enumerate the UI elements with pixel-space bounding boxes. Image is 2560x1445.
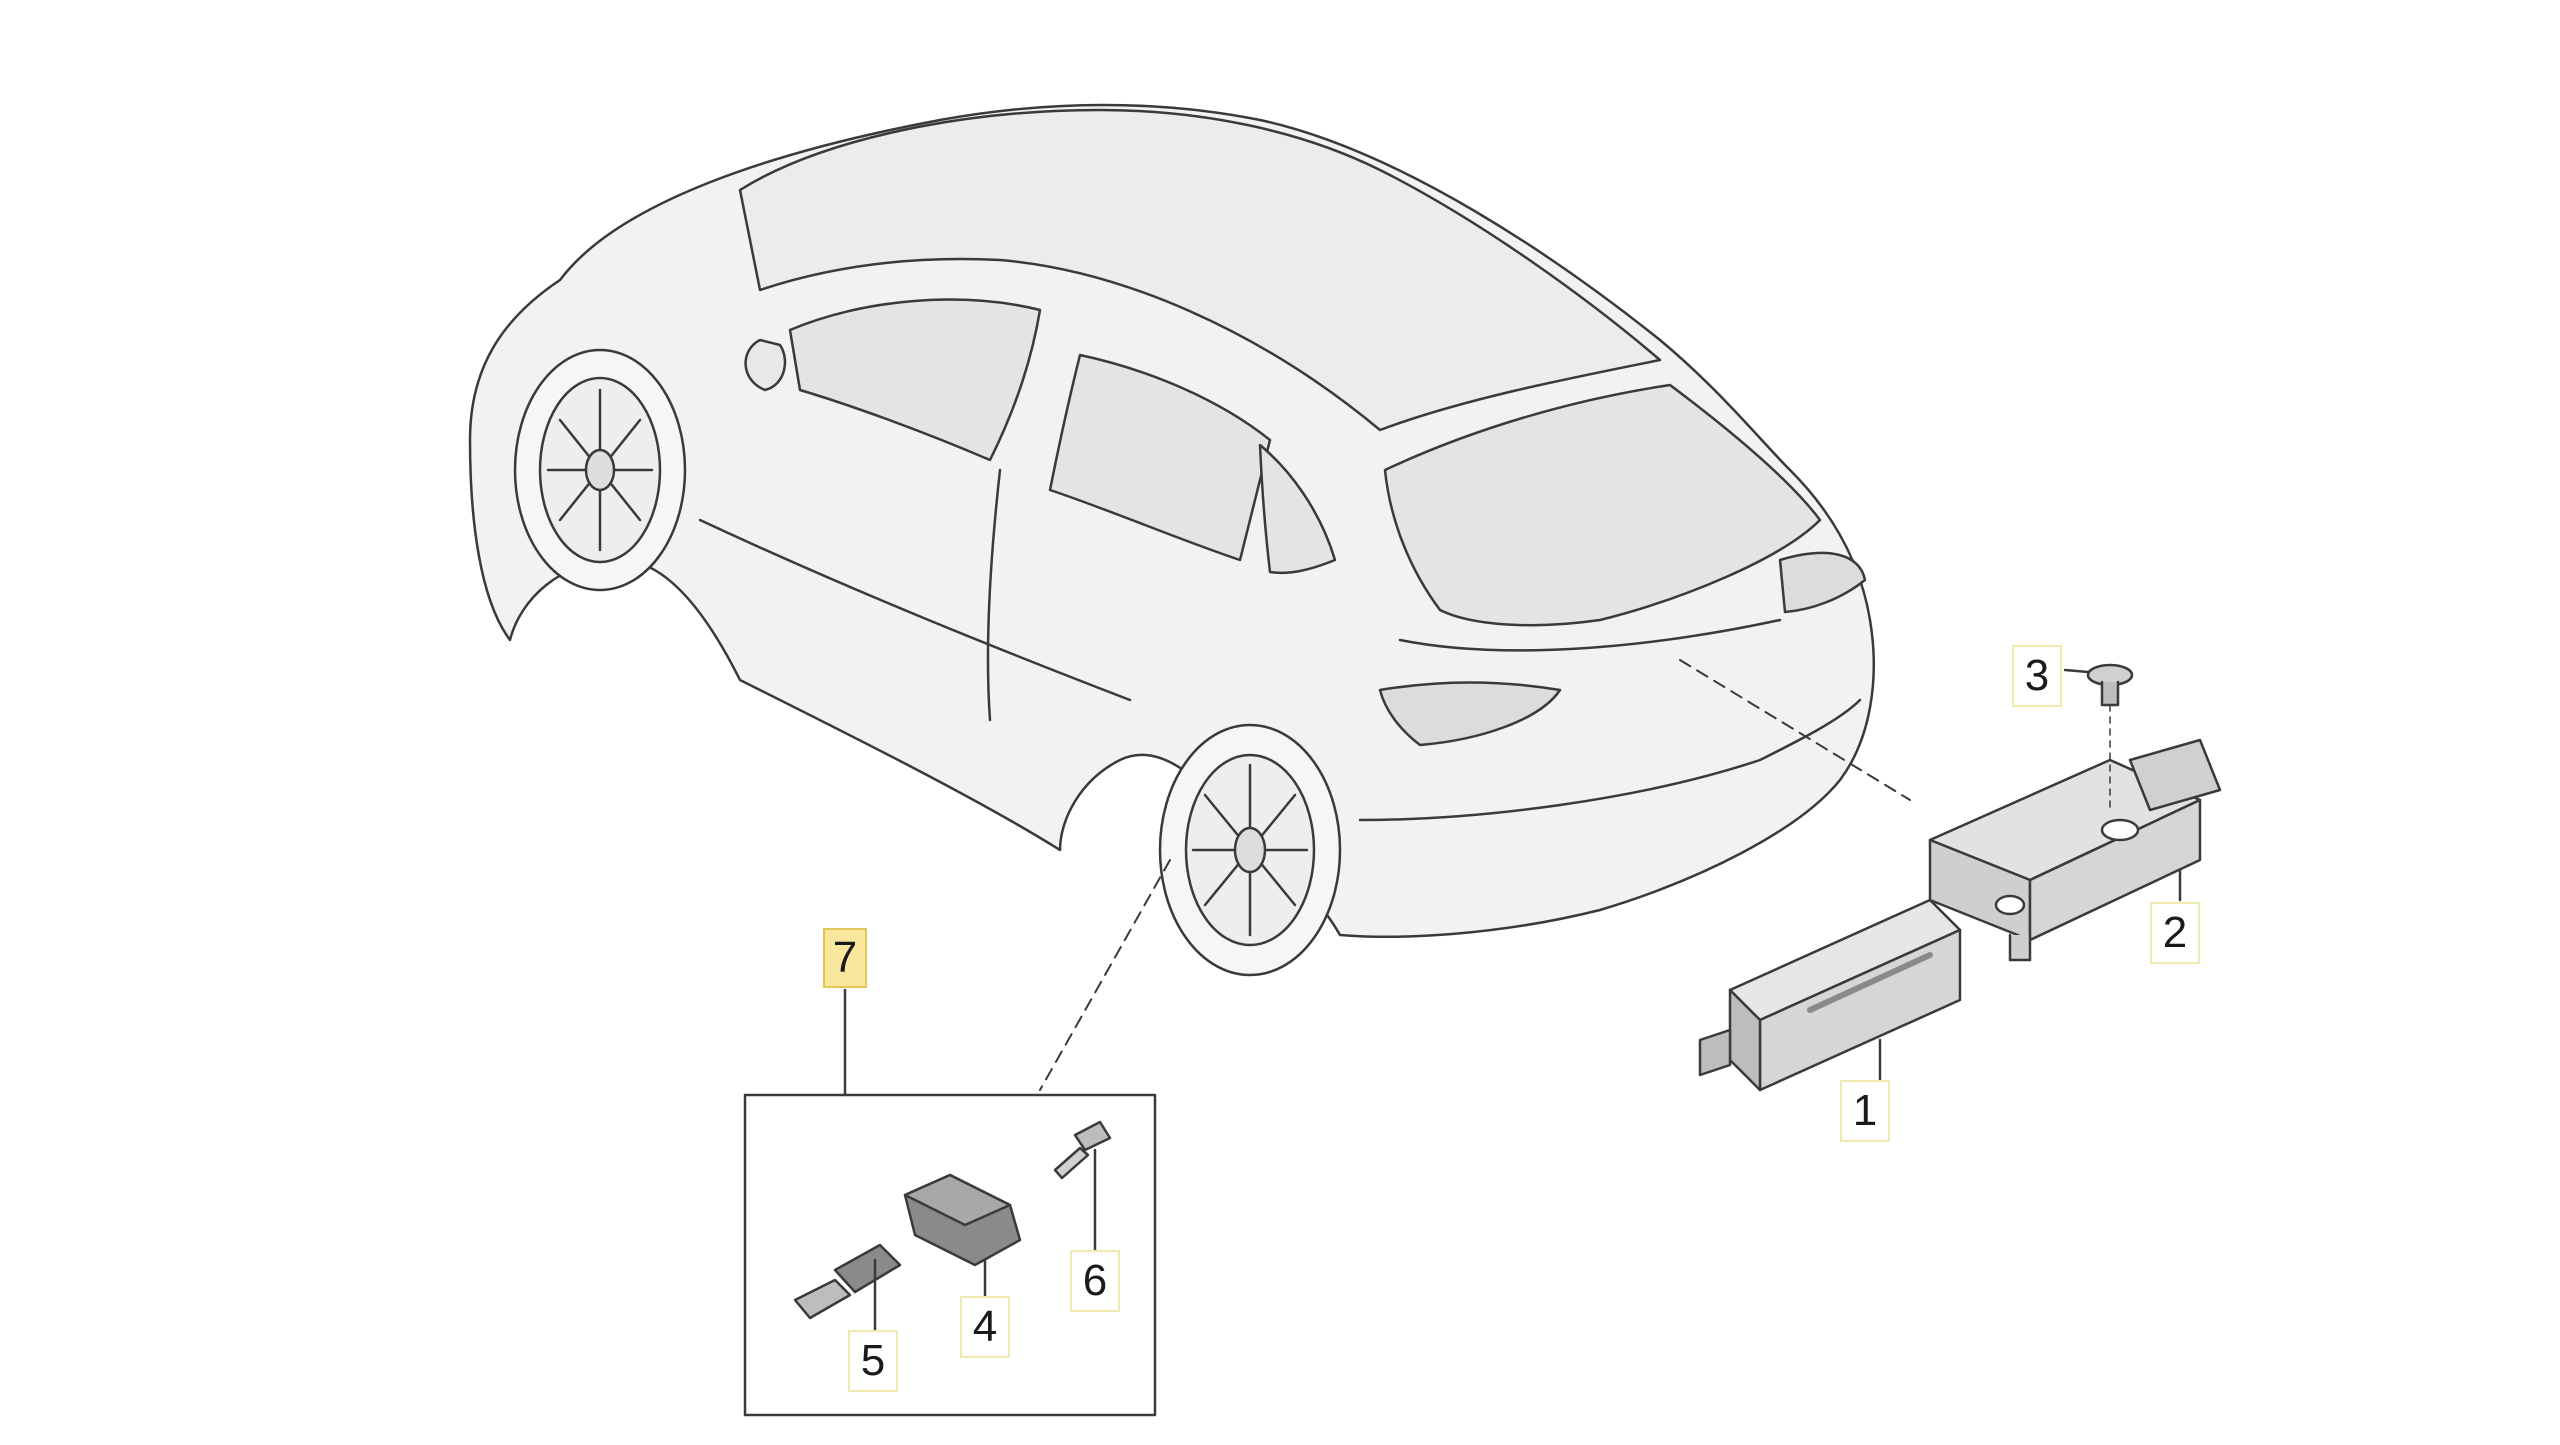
callout-6: 6 [1070,1250,1120,1312]
car-roof [738,108,1662,432]
side-mirror [744,338,787,392]
callout-7: 7 [823,928,867,988]
leader-3 [2063,668,2090,674]
taillight-right [1778,551,1867,614]
tailgate-line [1398,618,1782,652]
rear-side-window [1048,353,1272,562]
rear-wheel [1158,723,1342,977]
callout-5: 5 [848,1330,898,1392]
part-3-screw [2063,663,2134,811]
car-illustration [468,103,1875,977]
front-wheel [513,348,687,592]
quarter-window [1258,443,1337,575]
door-line [986,468,1002,722]
dash-rear-to-module [1679,659,1911,801]
callout-3: 3 [2012,645,2062,707]
dash-wheel-to-sensor [1039,859,1171,1091]
taillight-left [1378,681,1562,747]
callout-2: 2 [2150,902,2200,964]
part-2-bracket [1928,738,2222,962]
front-side-window [788,298,1042,462]
part-1-control-module [1698,898,1962,1092]
rear-bumper-line [1358,698,1862,822]
callout-1: 1 [1840,1080,1890,1142]
part-4-tpms-sensor [903,1173,1022,1302]
callout-4: 4 [960,1296,1010,1358]
side-crease [698,518,1132,702]
rear-window [1383,383,1822,627]
part-5-valve-stem [793,1243,902,1332]
part-6-screw [1053,1120,1112,1252]
